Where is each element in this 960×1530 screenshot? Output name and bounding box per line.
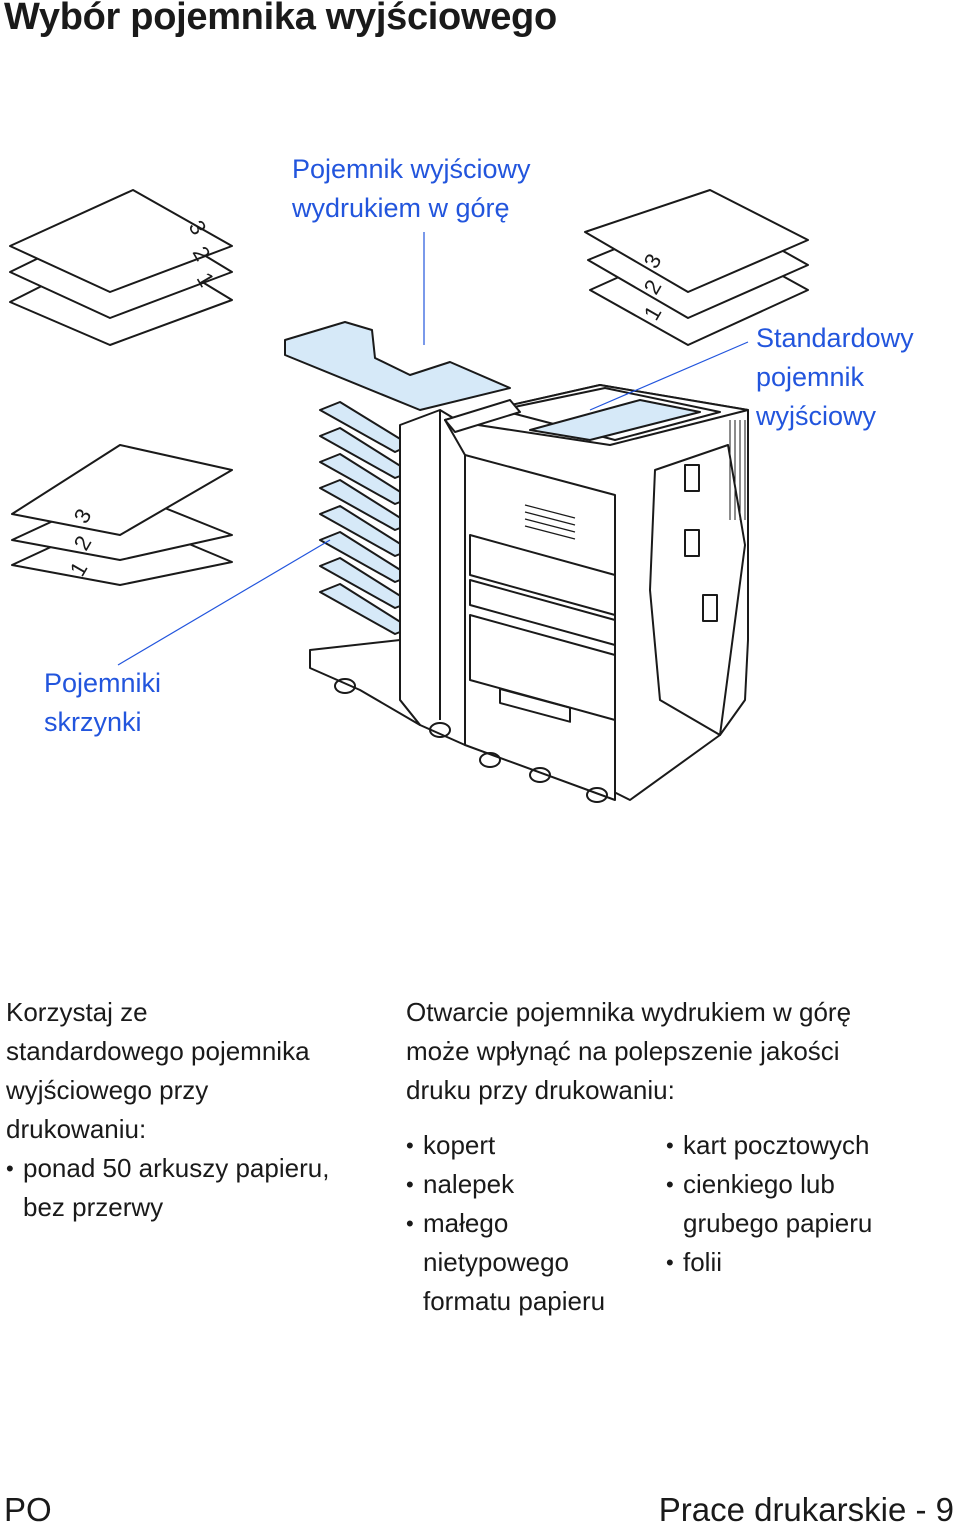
callout-line: wydrukiem w górę [292, 193, 510, 223]
callout-line: Pojemnik wyjściowy [292, 154, 531, 184]
standard-tray-list: ponad 50 arkuszy papieru, bez przerwy [6, 1149, 366, 1227]
leader-line-mailbox [117, 539, 331, 666]
list-item: kopert [406, 1126, 666, 1165]
callout-standard-tray: Standardowy pojemnik wyjściowy [756, 319, 914, 436]
callout-line: wyjściowy [756, 401, 877, 431]
mailbox-unit [284, 321, 511, 746]
callout-line: skrzynki [44, 707, 142, 737]
list-item: cienkiego lub grubego papieru [666, 1165, 918, 1243]
footer-language-code: PO [4, 1491, 52, 1528]
list-item: małego nietypowego formatu papieru [406, 1204, 638, 1321]
intro-line: Korzystaj ze [6, 997, 148, 1027]
callout-line: pojemnik [756, 362, 865, 392]
list-item: nalepek [406, 1165, 666, 1204]
callout-mailbox-trays: Pojemniki skrzynki [44, 664, 161, 742]
list-item: folii [666, 1243, 916, 1282]
standard-tray-usage: Korzystaj ze standardowego pojemnika wyj… [6, 993, 366, 1227]
intro-line: standardowego pojemnika [6, 1036, 310, 1066]
intro-line: Otwarcie pojemnika wydrukiem w górę [406, 997, 852, 1027]
callout-line: Pojemniki [44, 668, 162, 698]
printer-body [444, 384, 749, 803]
callout-line: Standardowy [756, 323, 914, 353]
face-up-tray-list-a: kopert nalepek małego nietypowego format… [406, 1126, 666, 1321]
page-title: Wybór pojemnika wyjściowego [4, 0, 557, 38]
intro-line: wyjściowego przy [6, 1075, 209, 1105]
paper-stack-standard [584, 189, 809, 346]
paper-stack-mailbox [11, 444, 233, 586]
leader-line-standard-tray [589, 341, 749, 411]
intro-line: drukowaniu: [6, 1114, 147, 1144]
footer-page-label: Prace drukarskie - 9 [658, 1491, 954, 1528]
intro-line: druku przy drukowaniu: [406, 1075, 675, 1105]
paper-stack-face-up [9, 189, 233, 346]
list-item: ponad 50 arkuszy papieru, bez przerwy [6, 1149, 366, 1227]
face-up-tray-list-b: kart pocztowych cienkiego lub grubego pa… [666, 1126, 916, 1321]
intro-line: może wpłynąć na polepszenie jakości [406, 1036, 840, 1066]
list-item: kart pocztowych [666, 1126, 916, 1165]
printer-illustration: 1 2 3 1 2 3 1 2 3 [9, 189, 809, 803]
callout-face-up-tray: Pojemnik wyjściowy wydrukiem w górę [292, 150, 531, 228]
face-up-tray-usage: Otwarcie pojemnika wydrukiem w górę może… [406, 993, 951, 1321]
